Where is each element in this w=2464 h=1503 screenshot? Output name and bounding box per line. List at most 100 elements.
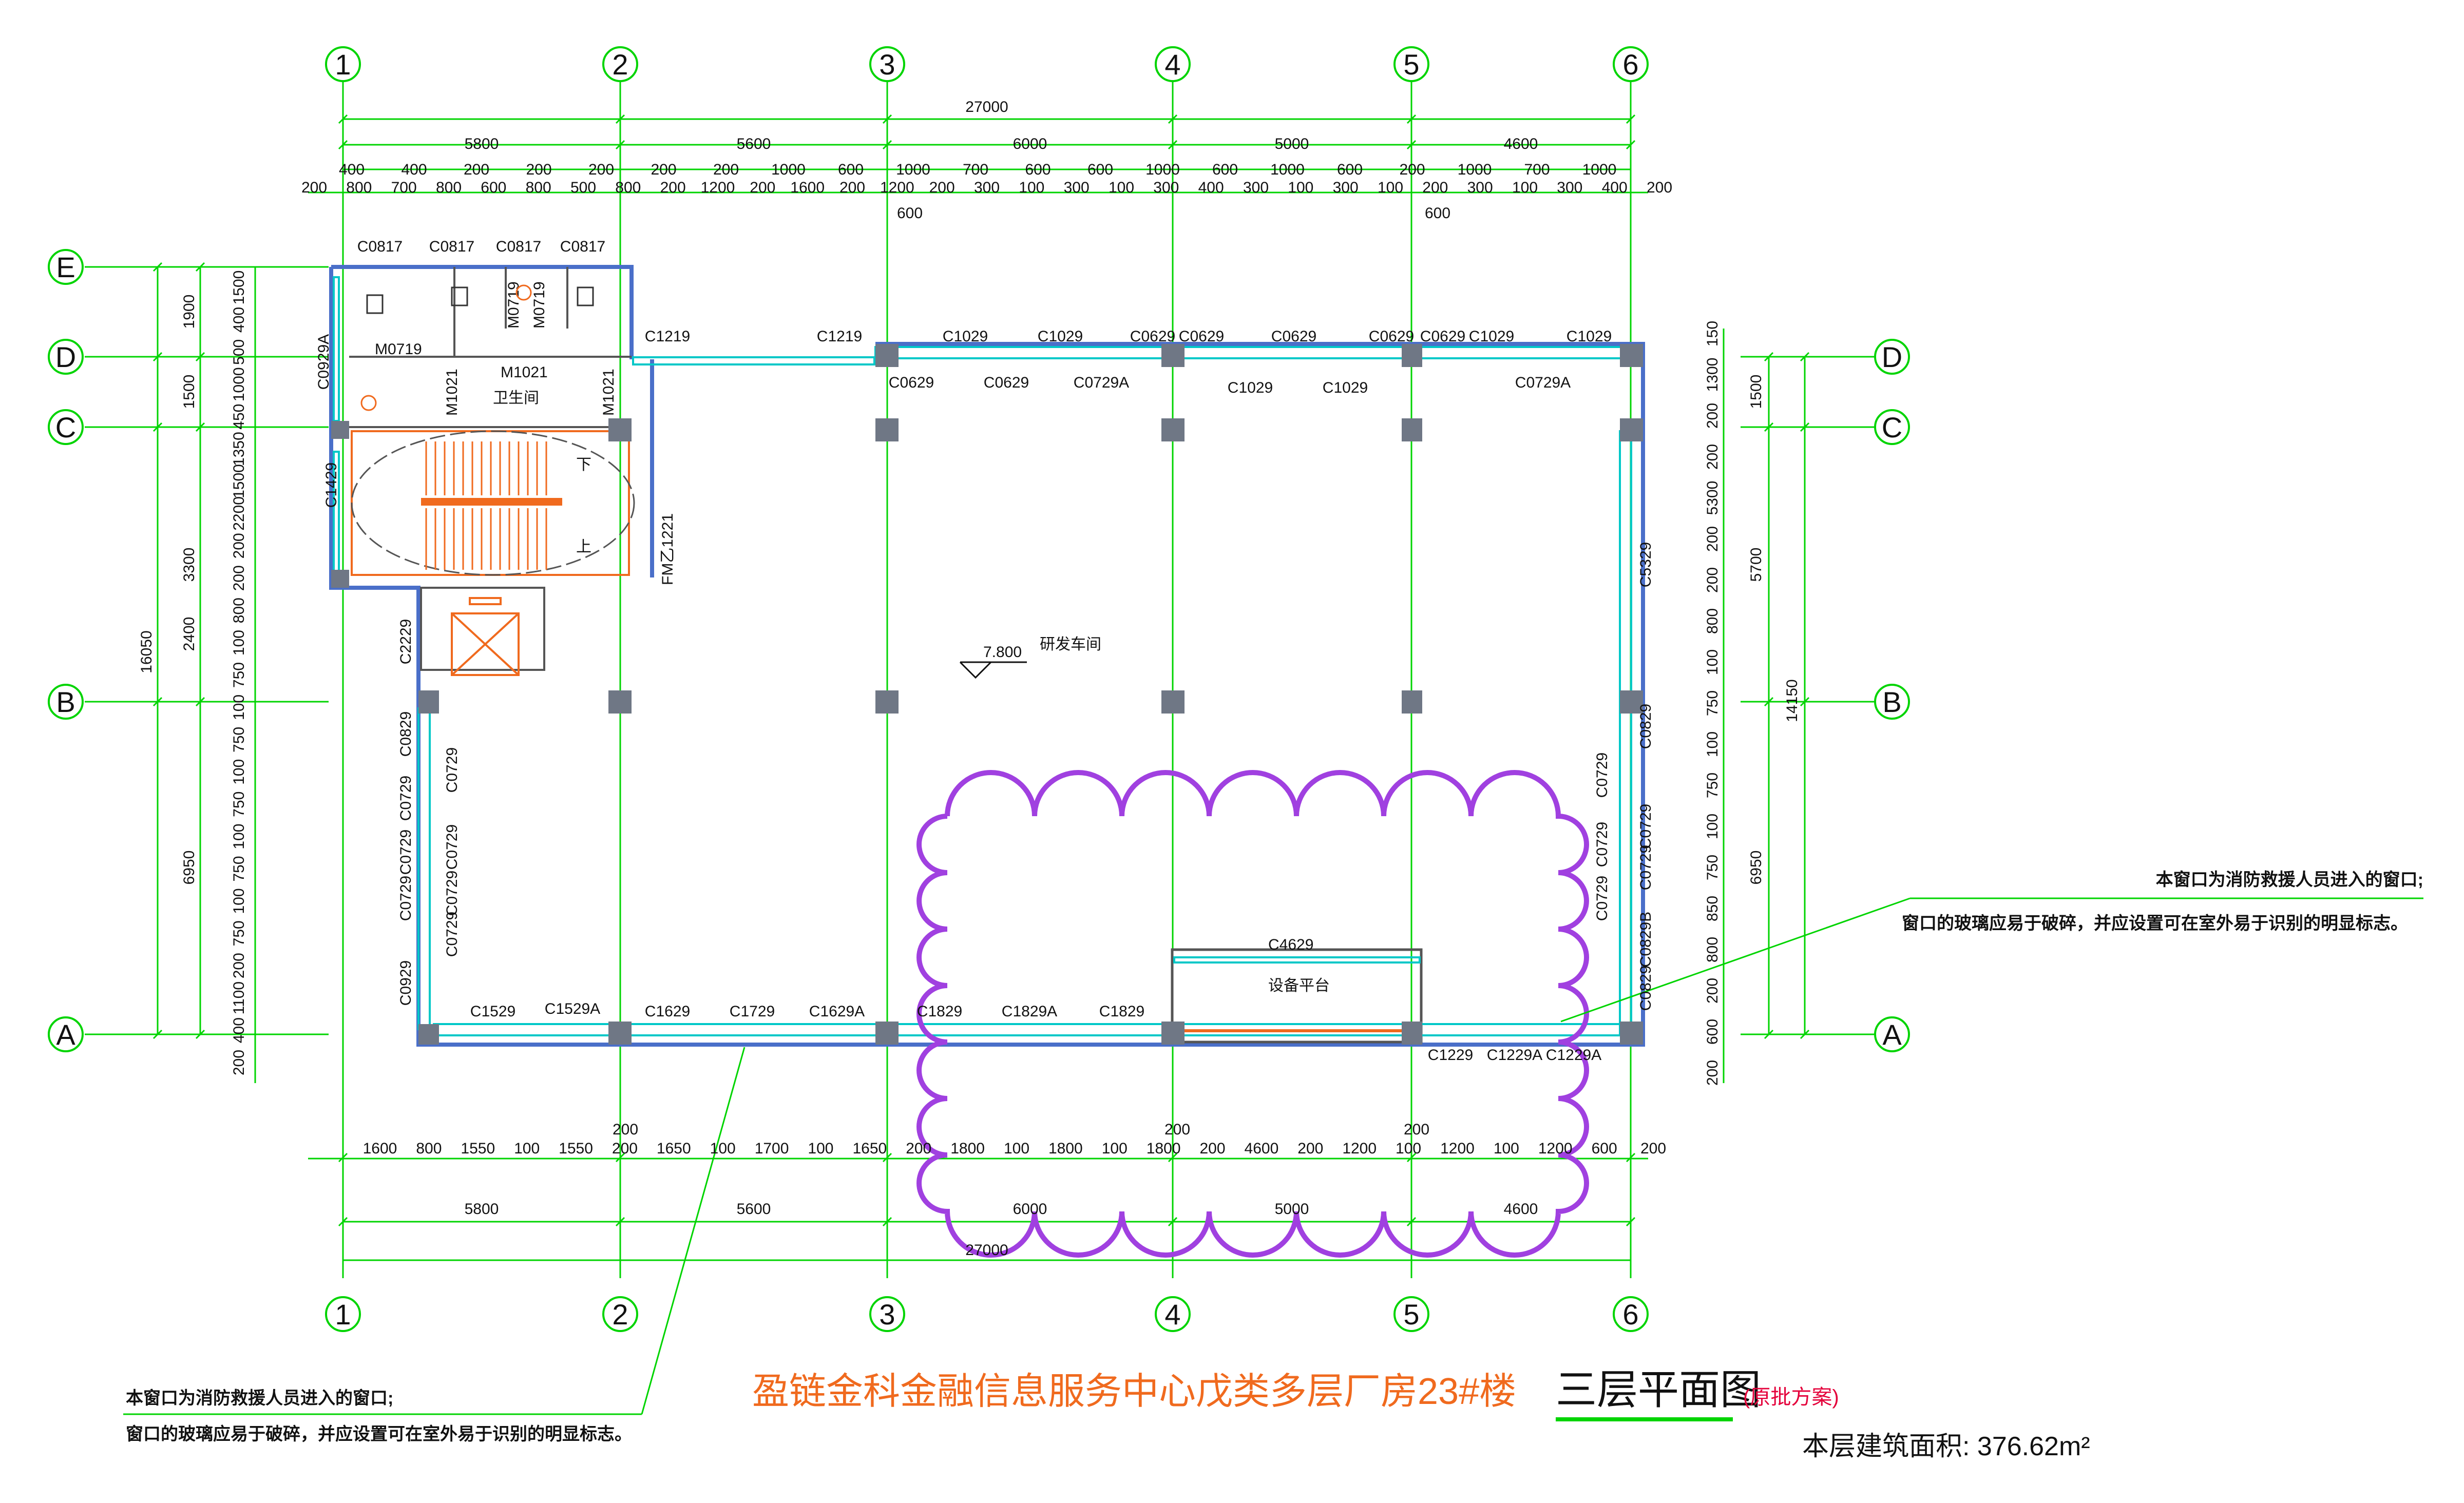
dim-top-detail: 800 bbox=[526, 179, 551, 196]
dim-left-detail: 100 bbox=[231, 630, 247, 656]
dim-top-detail: 800 bbox=[436, 179, 462, 196]
grid-column-label: 4 bbox=[1164, 1298, 1180, 1331]
dim-top-detail: 300 bbox=[1333, 179, 1359, 196]
grid-bubble bbox=[48, 1016, 84, 1052]
dim-top-detail: 400 bbox=[1602, 179, 1628, 196]
dim-top-detail: 1000 bbox=[1458, 161, 1492, 178]
dim-left-detail: 750 bbox=[231, 920, 247, 946]
door-label: M0719 bbox=[505, 281, 522, 329]
window-label: C0829 bbox=[1637, 704, 1654, 749]
window-label: C0629 bbox=[1130, 328, 1175, 345]
dim-left-bay: 1500 bbox=[181, 375, 198, 409]
grid-lines bbox=[85, 80, 1874, 1278]
dim-bottom-detail: 1650 bbox=[852, 1140, 887, 1157]
grid-column-label: 1 bbox=[335, 48, 351, 81]
dim-bottom-detail: 1550 bbox=[559, 1140, 593, 1157]
grid-row-label: C bbox=[55, 411, 76, 444]
dim-top-bay: 6000 bbox=[1013, 136, 1047, 152]
window-label: C0729 bbox=[1637, 845, 1654, 890]
window-label: C1029 bbox=[1323, 379, 1368, 396]
stair-down-label: 下 bbox=[576, 456, 591, 473]
window-label: C1229A bbox=[1487, 1047, 1542, 1064]
dim-top-bay: 4600 bbox=[1504, 136, 1538, 152]
window-label: C0729 bbox=[1594, 822, 1611, 867]
dim-top-detail: 100 bbox=[1378, 179, 1403, 196]
window-label: C0817 bbox=[560, 238, 605, 255]
dim-top-detail: 600 bbox=[1425, 205, 1450, 222]
inner-walls bbox=[349, 267, 1423, 1044]
grid-bubble bbox=[602, 46, 638, 82]
dim-bottom-detail: 200 bbox=[906, 1140, 931, 1157]
dim-right-detail: 800 bbox=[1704, 937, 1721, 962]
dim-top-detail: 1200 bbox=[701, 179, 735, 196]
grid-column-label: 5 bbox=[1403, 1298, 1419, 1331]
dim-left-detail: 100 bbox=[231, 759, 247, 785]
dim-top-detail: 200 bbox=[651, 161, 676, 178]
window-label: C0829 bbox=[1637, 966, 1654, 1011]
grid-column-label: 2 bbox=[612, 1298, 628, 1331]
dim-left-detail: 400 bbox=[231, 1017, 247, 1043]
dim-top-detail: 200 bbox=[301, 179, 327, 196]
grid-row-label: B bbox=[56, 686, 75, 718]
grid-bubble bbox=[1613, 1296, 1649, 1332]
door-label: M1021 bbox=[444, 369, 461, 416]
window-label: C1629A bbox=[809, 1003, 865, 1020]
dim-left-detail: 200 bbox=[231, 953, 247, 978]
dim-bottom-bay: 5600 bbox=[737, 1201, 771, 1218]
grid-bubble bbox=[869, 1296, 905, 1332]
dim-top-detail: 600 bbox=[1025, 161, 1050, 178]
dim-top-detail: 800 bbox=[346, 179, 372, 196]
dim-left-detail: 400 bbox=[231, 307, 247, 333]
window-label: C1229A bbox=[1546, 1047, 1601, 1064]
grid-column-label: 6 bbox=[1622, 48, 1638, 81]
dim-right-detail: 800 bbox=[1704, 608, 1721, 634]
dim-bottom-detail: 100 bbox=[808, 1140, 833, 1157]
grid-row-label: A bbox=[1882, 1018, 1902, 1051]
dim-top-detail: 1000 bbox=[1270, 161, 1305, 178]
window-label: C0629 bbox=[1179, 328, 1224, 345]
window-label: C0729 bbox=[1637, 804, 1654, 849]
note-right-line1: 本窗口为消防救援人员进入的窗口; bbox=[2156, 870, 2423, 890]
grid-row-label: C bbox=[1882, 411, 1902, 444]
window-label: C1219 bbox=[645, 328, 690, 345]
drawing-title: 盈链金科金融信息服务中心戊类多层厂房23#楼 bbox=[752, 1371, 1516, 1412]
grid-bubble bbox=[1874, 409, 1910, 445]
window-label: C0729 bbox=[1594, 753, 1611, 798]
grid-bubble bbox=[48, 249, 84, 285]
structural-columns bbox=[331, 344, 1643, 1045]
dim-right-detail: 750 bbox=[1704, 690, 1721, 716]
door-label: M0719 bbox=[531, 281, 548, 329]
dim-top-detail: 700 bbox=[391, 179, 417, 196]
dim-left-detail: 750 bbox=[231, 792, 247, 817]
dim-top-bay: 5000 bbox=[1275, 136, 1309, 152]
grid-row-label: D bbox=[55, 341, 76, 373]
dim-right-detail: 200 bbox=[1704, 444, 1721, 470]
grid-row-label: B bbox=[1882, 686, 1901, 718]
dim-right-bay: 1500 bbox=[1748, 375, 1765, 409]
dim-bottom-bay: 5800 bbox=[465, 1201, 499, 1218]
dim-top-detail: 100 bbox=[1288, 179, 1313, 196]
window-label: C0729A bbox=[1515, 374, 1571, 391]
dim-top-detail: 600 bbox=[1087, 161, 1113, 178]
window-label: C1529A bbox=[545, 1000, 600, 1017]
dim-bottom-detail: 200 bbox=[612, 1140, 638, 1157]
note-left-line1: 本窗口为消防救援人员进入的窗口; bbox=[126, 1389, 393, 1408]
grid-column-label: 1 bbox=[335, 1298, 351, 1331]
dim-bottom-detail: 200 bbox=[1404, 1121, 1429, 1138]
elevator-shaft bbox=[451, 597, 520, 676]
dim-top-detail: 100 bbox=[1512, 179, 1538, 196]
dim-top-detail: 400 bbox=[1198, 179, 1224, 196]
dim-right-total: 14150 bbox=[1784, 679, 1801, 722]
dim-top-detail: 200 bbox=[839, 179, 865, 196]
grid-bubble bbox=[1155, 1296, 1191, 1332]
dim-left-detail: 1350 bbox=[231, 432, 247, 466]
dim-bottom-detail: 100 bbox=[1102, 1140, 1128, 1157]
dim-bottom-detail: 1200 bbox=[1538, 1140, 1573, 1157]
dim-bottom-detail: 200 bbox=[1640, 1140, 1666, 1157]
window-label: C2229 bbox=[397, 619, 414, 664]
dim-right-detail: 600 bbox=[1704, 1019, 1721, 1045]
grid-bubble bbox=[48, 409, 84, 445]
window-label: C0929 bbox=[397, 960, 414, 1006]
